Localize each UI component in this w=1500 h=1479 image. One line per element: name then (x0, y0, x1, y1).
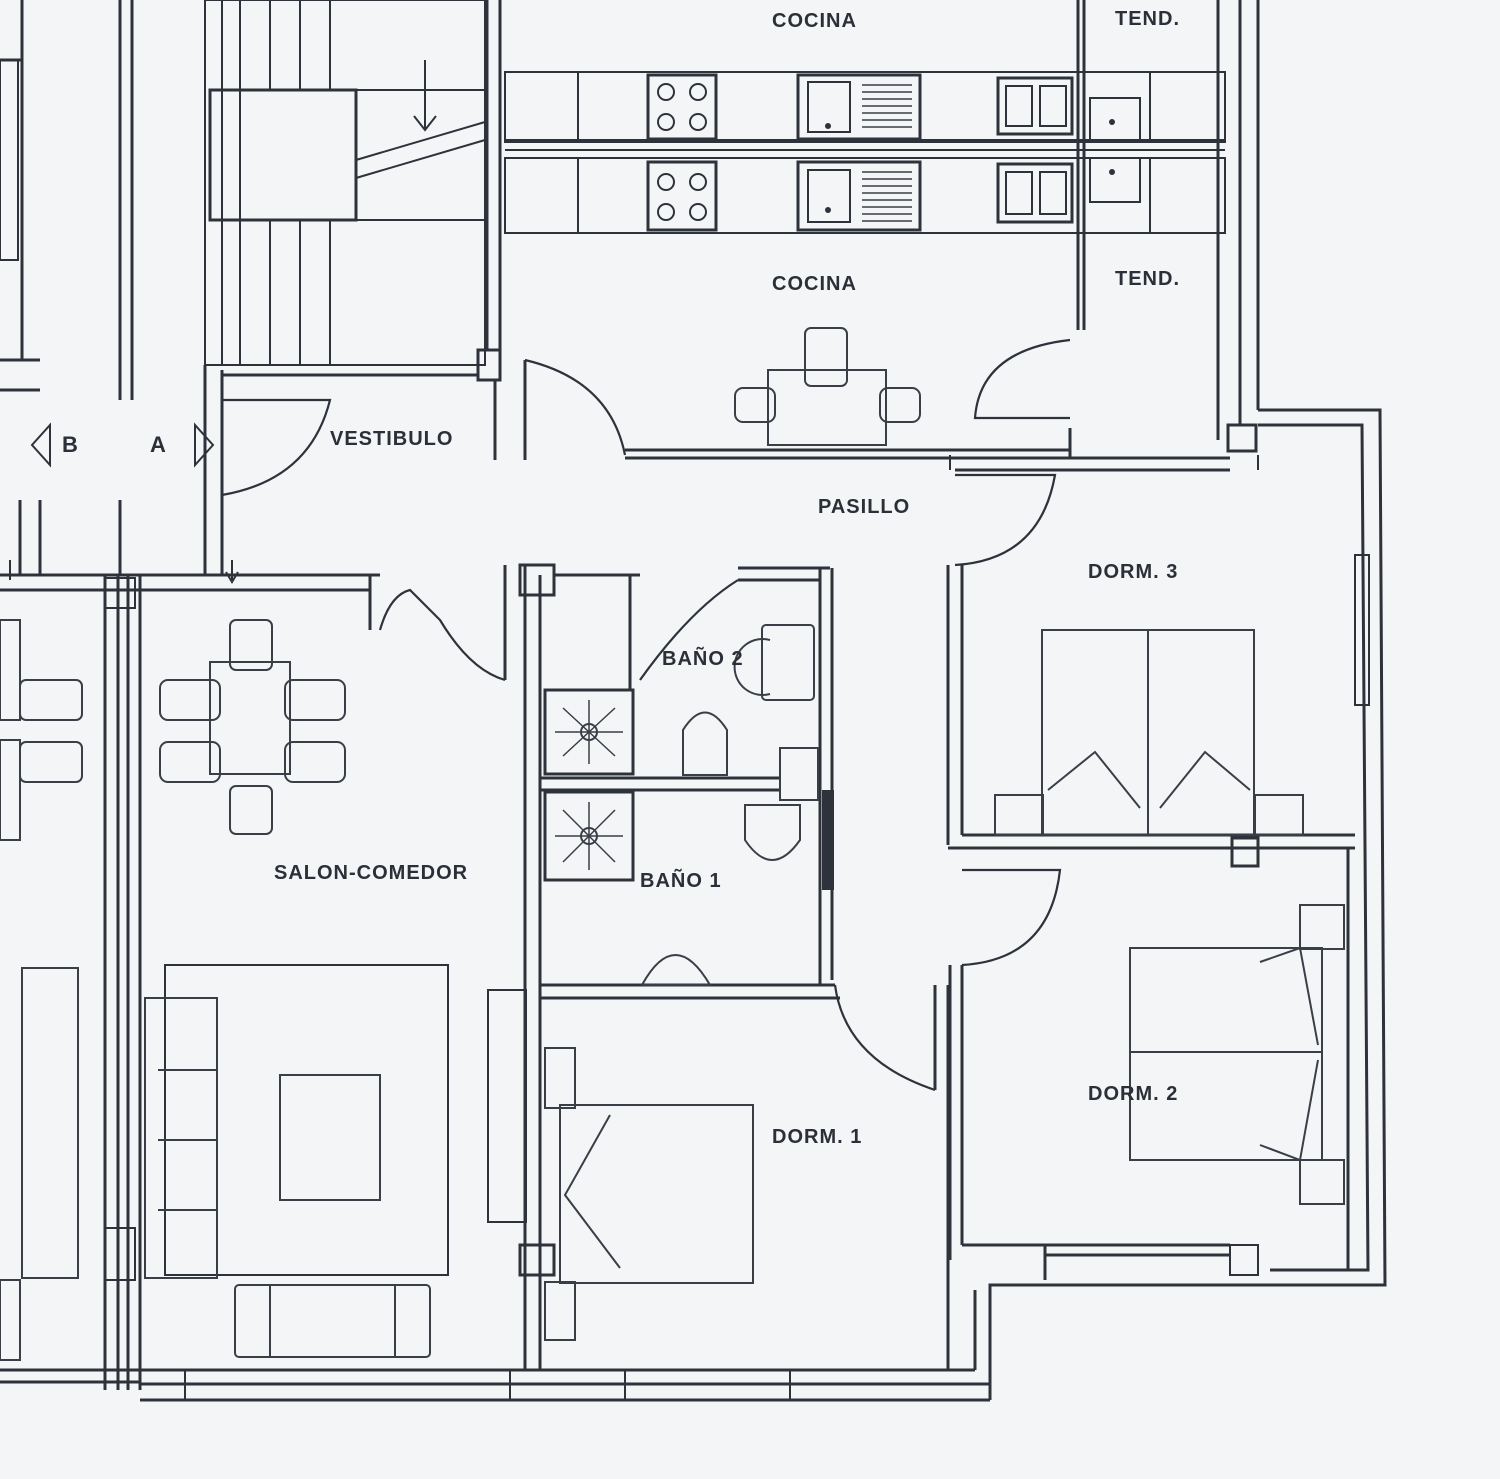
room-label-dorm-3: DORM. 3 (1088, 561, 1179, 583)
section-marker-a: A (150, 432, 166, 457)
room-label-bano-1: BAÑO 1 (640, 870, 722, 892)
room-label-cocina: COCINA (772, 273, 857, 295)
bathroom-fixtures (543, 624, 819, 986)
kitchen-table (734, 327, 921, 446)
main-walls (140, 0, 1387, 1402)
section-marker-b: B (62, 432, 78, 457)
room-label-dorm-1: DORM. 1 (772, 1126, 863, 1148)
neighbour-unit-walls (0, 0, 222, 1390)
staircase (203, 0, 486, 575)
room-label-salon-comedor: SALON-COMEDOR (274, 862, 469, 884)
room-label-vestibulo: VESTIBULO (330, 428, 454, 450)
room-label-bano-2: BAÑO 2 (662, 648, 744, 670)
room-label-tend: TEND. (1115, 268, 1180, 290)
room-label-cocina-upper: COCINA (772, 10, 857, 32)
room-label-pasillo: PASILLO (818, 496, 911, 518)
section-markers (9, 422, 1278, 849)
dining-table (159, 619, 346, 835)
kitchen-counters (504, 71, 1226, 234)
living-room-furniture (144, 964, 449, 1358)
beds (487, 629, 1345, 1341)
doors (221, 338, 1071, 1092)
room-label-dorm-2: DORM. 2 (1088, 1083, 1179, 1105)
room-label-tend-upper: TEND. (1115, 8, 1180, 30)
